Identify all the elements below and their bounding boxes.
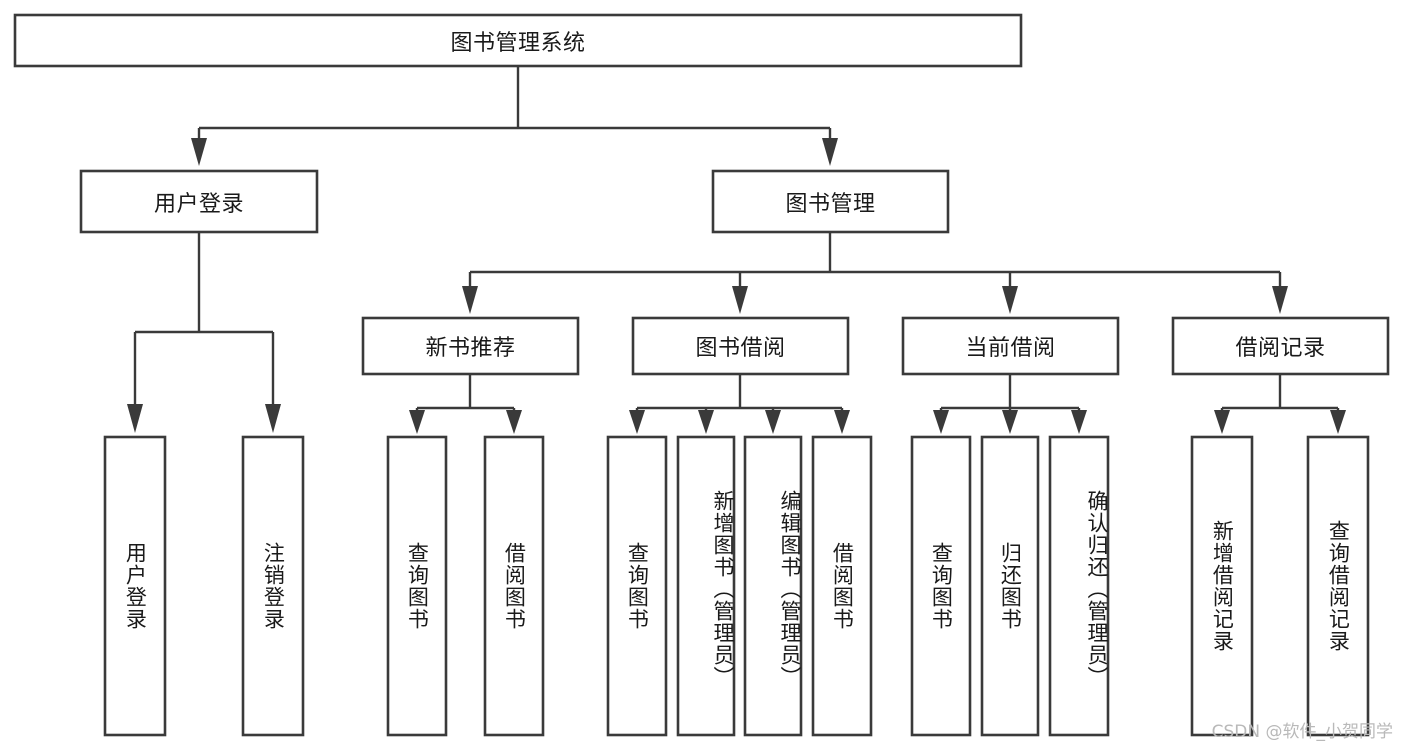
- node-box-leaf-query-record[interactable]: [1306, 435, 1370, 737]
- arrow-head-leaf-return-book: [1002, 410, 1018, 434]
- node-box-leaf-confirm-return[interactable]: [1048, 435, 1110, 737]
- arrow-head-leaf-query-book-2: [629, 410, 645, 434]
- arrow-head-new-book-recommend: [462, 286, 478, 314]
- node-box-root[interactable]: [13, 13, 1023, 68]
- arrow-head-leaf-add-book: [698, 410, 714, 434]
- node-box-leaf-edit-book[interactable]: [743, 435, 803, 737]
- node-box-new-book-recommend[interactable]: [361, 316, 580, 376]
- connector-borrow-record-to-leaves: [1214, 374, 1346, 434]
- node-box-book-management[interactable]: [711, 169, 950, 234]
- node-box-leaf-user-logout[interactable]: [241, 435, 305, 737]
- node-box-leaf-query-book-3[interactable]: [910, 435, 972, 737]
- arrow-head-leaf-query-book-1: [409, 410, 425, 434]
- arrow-head-leaf-user-login: [127, 404, 143, 433]
- arrow-head-leaf-add-record: [1214, 410, 1230, 434]
- arrow-head-leaf-query-book-3: [933, 410, 949, 434]
- arrow-head-leaf-user-logout: [265, 404, 281, 433]
- node-box-leaf-add-record[interactable]: [1190, 435, 1254, 737]
- arrow-head-leaf-borrow-book-1: [506, 410, 522, 434]
- node-box-leaf-return-book[interactable]: [980, 435, 1040, 737]
- node-box-user-login[interactable]: [79, 169, 319, 234]
- arrow-head-book-management: [822, 138, 838, 166]
- arrow-head-leaf-confirm-return: [1071, 410, 1087, 434]
- node-box-leaf-borrow-book-1[interactable]: [483, 435, 545, 737]
- arrow-head-leaf-query-record: [1330, 410, 1346, 434]
- node-box-leaf-query-book-2[interactable]: [606, 435, 668, 737]
- arrow-head-current-borrow: [1002, 286, 1018, 314]
- node-box-current-borrow[interactable]: [901, 316, 1120, 376]
- node-box-leaf-borrow-book-2[interactable]: [811, 435, 873, 737]
- connector-root-to-level2: [191, 66, 838, 166]
- arrow-head-leaf-borrow-book-2: [834, 410, 850, 434]
- node-box-leaf-user-login[interactable]: [103, 435, 167, 737]
- connector-book-borrow-to-leaves: [629, 374, 850, 434]
- arrow-head-leaf-edit-book: [765, 410, 781, 434]
- connector-current-borrow-to-leaves: [933, 374, 1087, 434]
- connector-book-management-to-level3: [462, 232, 1288, 314]
- node-box-leaf-add-book[interactable]: [676, 435, 736, 737]
- node-box-borrow-record[interactable]: [1171, 316, 1390, 376]
- node-box-book-borrow[interactable]: [631, 316, 850, 376]
- arrow-head-user-login: [191, 138, 207, 166]
- connector-new-book-to-leaves: [409, 374, 522, 434]
- arrow-head-borrow-record: [1272, 286, 1288, 314]
- arrow-head-book-borrow: [732, 286, 748, 314]
- node-box-leaf-query-book-1[interactable]: [386, 435, 448, 737]
- connector-user-login-to-leaves: [127, 232, 281, 433]
